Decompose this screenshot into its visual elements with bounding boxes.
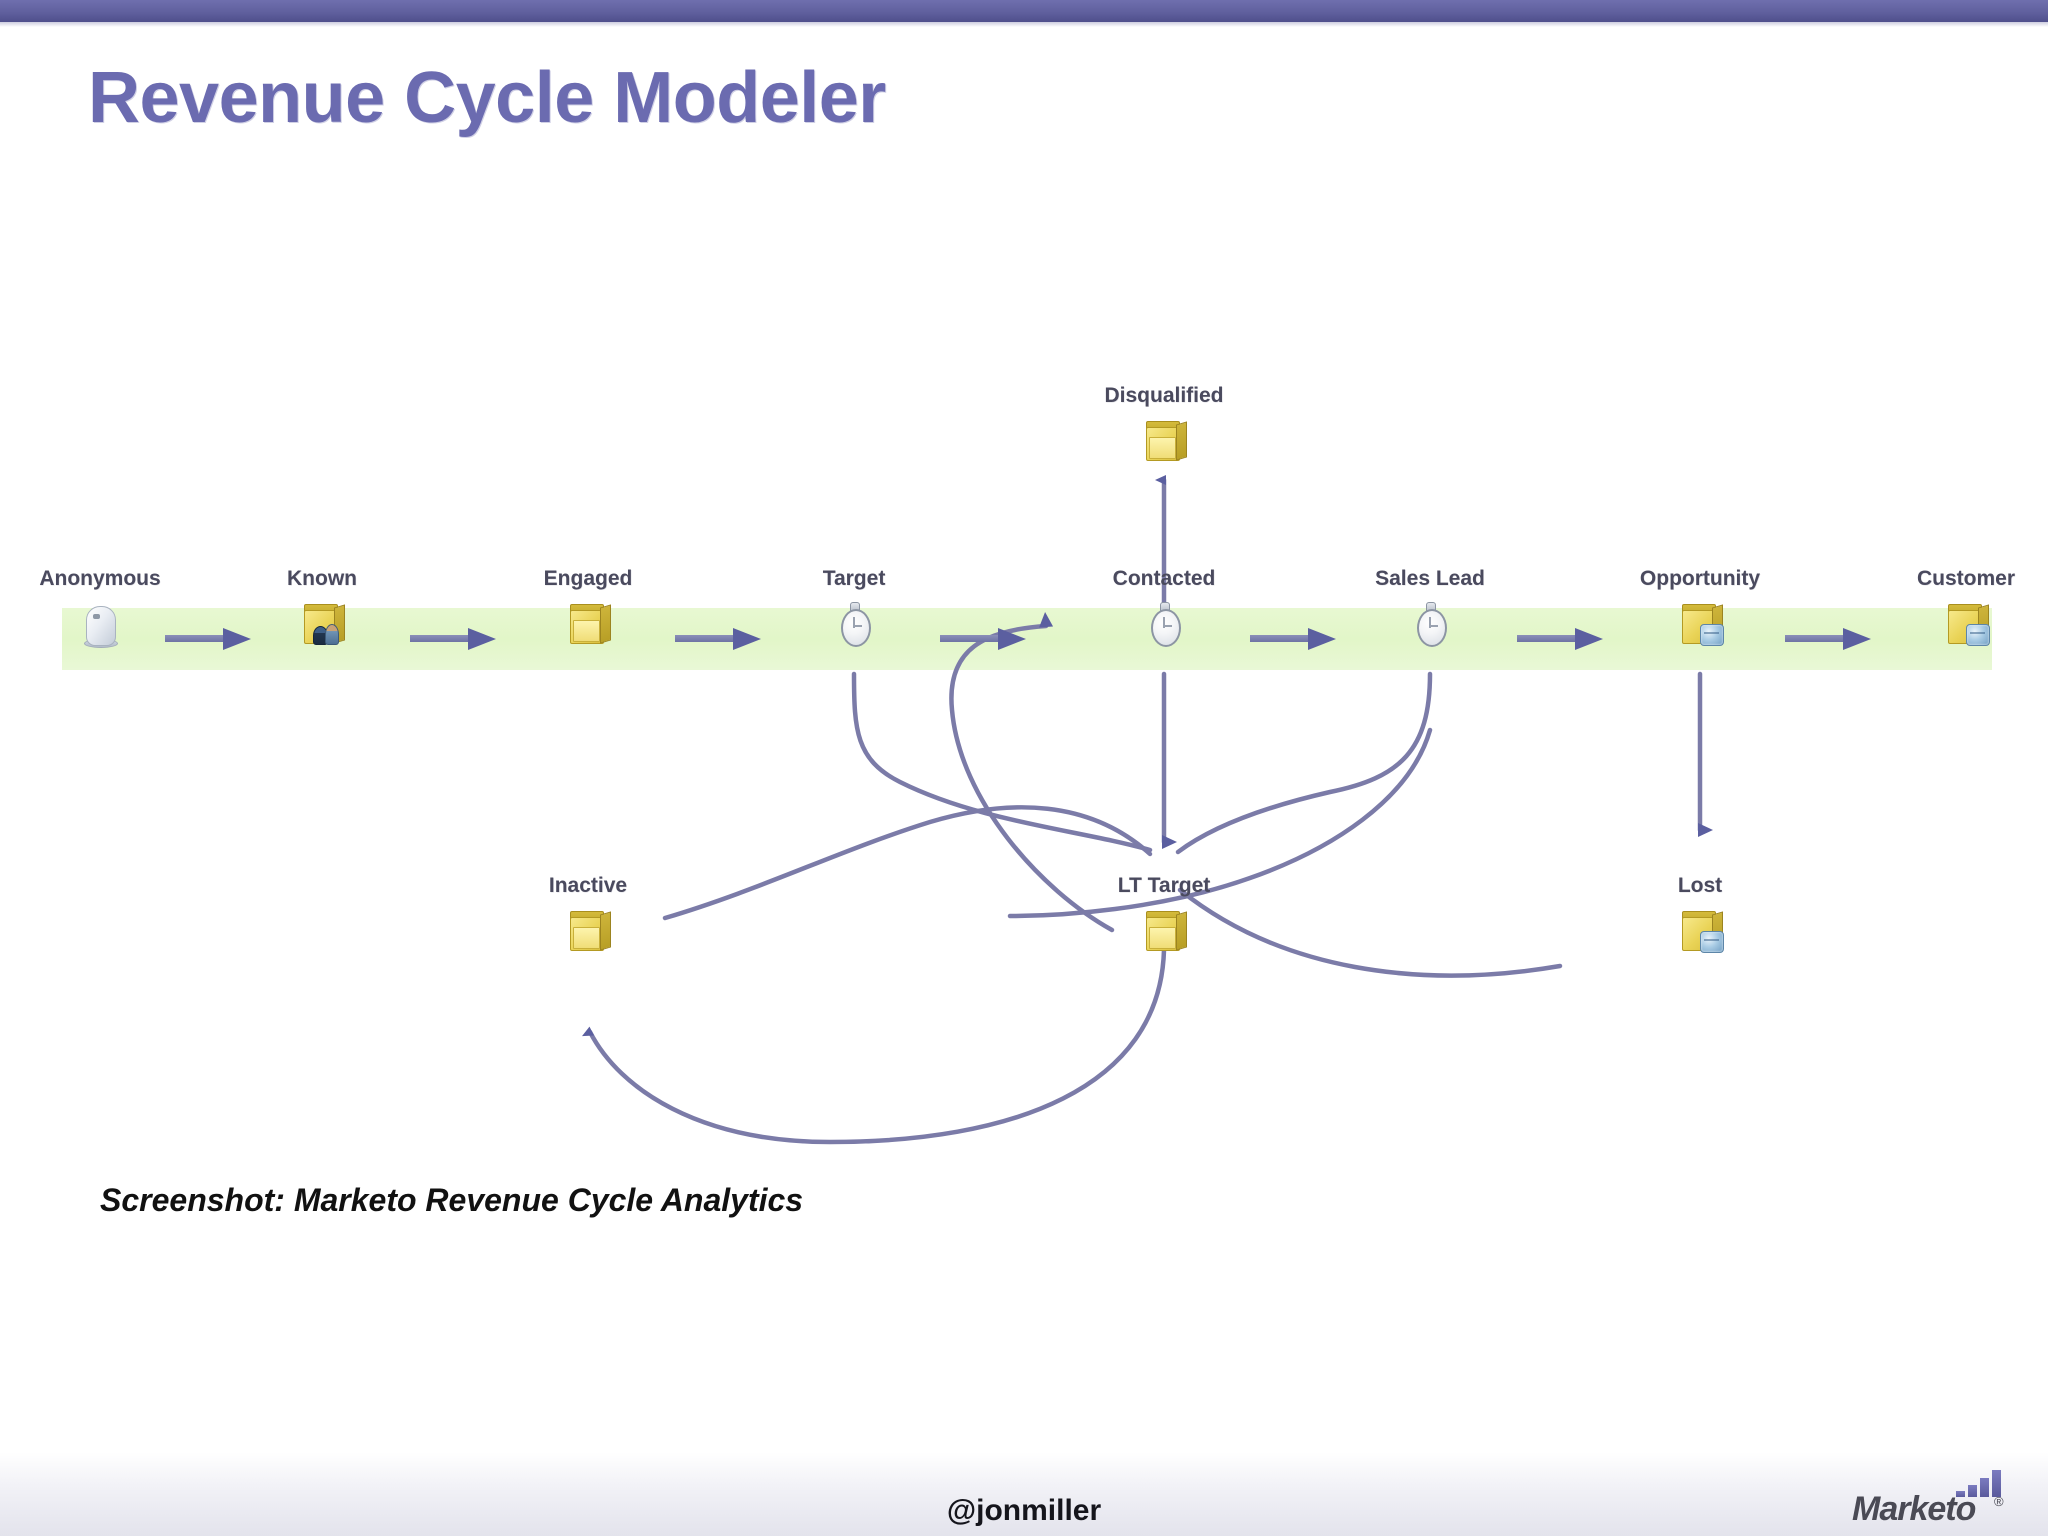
revenue-cycle-diagram: Anonymous Known Engaged Target Contacted… xyxy=(0,330,2048,1160)
stage-label: Target xyxy=(822,567,886,590)
folder-icon xyxy=(1138,415,1190,467)
stage-node-customer[interactable]: Customer xyxy=(1866,568,2048,655)
band-arrow xyxy=(410,628,500,650)
band-arrow xyxy=(165,628,255,650)
top-accent-bar-shadow xyxy=(0,22,2048,27)
stopwatch-icon xyxy=(828,598,880,650)
stage-node-engaged[interactable]: Engaged xyxy=(488,568,688,655)
logo-bar-3 xyxy=(1980,1478,1989,1497)
logo-bar-1 xyxy=(1956,1491,1965,1497)
twitter-handle: @jonmiller xyxy=(946,1494,1102,1527)
folder-globe-icon xyxy=(1674,905,1726,957)
folder-globe-icon xyxy=(1940,598,1992,650)
stage-label: LT Target xyxy=(1117,874,1211,897)
edge-saleslead-to-lttarget xyxy=(1175,671,1433,855)
stage-label: Anonymous xyxy=(39,567,161,590)
slide-footer xyxy=(0,1452,2048,1536)
marketo-logo: Marketo ® xyxy=(1852,1470,2032,1528)
folder-icon xyxy=(562,905,614,957)
folder-icon xyxy=(1138,905,1190,957)
folder-icon xyxy=(562,598,614,650)
stage-node-disqualified[interactable]: Disqualified xyxy=(1064,385,1264,472)
screenshot-caption: Screenshot: Marketo Revenue Cycle Analyt… xyxy=(100,1182,804,1218)
stage-label: Customer xyxy=(1916,567,2016,590)
band-arrow xyxy=(940,628,1030,650)
band-arrow xyxy=(1250,628,1340,650)
stage-node-known[interactable]: Known xyxy=(222,568,422,655)
page-title: Revenue Cycle Modeler xyxy=(88,58,886,138)
registered-trademark-icon: ® xyxy=(1994,1494,2004,1509)
ghost-icon xyxy=(74,598,126,650)
edge-lttarget-to-inactive xyxy=(582,947,1167,1145)
logo-wordmark: Marketo xyxy=(1852,1490,1976,1528)
folder-people-icon xyxy=(296,598,348,650)
stage-node-contacted[interactable]: Contacted xyxy=(1064,568,1264,655)
logo-bar-4 xyxy=(1992,1470,2001,1497)
band-arrow xyxy=(1785,628,1875,650)
stopwatch-icon xyxy=(1404,598,1456,650)
stage-label: Lost xyxy=(1677,874,1723,897)
stage-label: Inactive xyxy=(548,874,628,897)
stage-node-lt-target[interactable]: LT Target xyxy=(1064,875,1264,962)
stage-node-anonymous[interactable]: Anonymous xyxy=(0,568,200,655)
top-accent-bar xyxy=(0,0,2048,22)
stage-node-target[interactable]: Target xyxy=(754,568,954,655)
stage-label: Disqualified xyxy=(1104,384,1224,407)
folder-globe-icon xyxy=(1674,598,1726,650)
edge-target-to-lttarget xyxy=(851,671,1153,853)
stage-node-sales-lead[interactable]: Sales Lead xyxy=(1330,568,1530,655)
transition-edge-layer xyxy=(582,475,1713,1145)
band-arrow xyxy=(1517,628,1607,650)
stage-label: Engaged xyxy=(543,567,633,590)
stage-label: Opportunity xyxy=(1639,567,1761,590)
band-arrow xyxy=(675,628,765,650)
logo-bar-2 xyxy=(1968,1485,1977,1497)
stopwatch-icon xyxy=(1138,598,1190,650)
stage-node-inactive[interactable]: Inactive xyxy=(488,875,688,962)
stage-label: Contacted xyxy=(1112,567,1216,590)
stage-node-opportunity[interactable]: Opportunity xyxy=(1600,568,1800,655)
stage-node-lost[interactable]: Lost xyxy=(1600,875,1800,962)
stage-label: Sales Lead xyxy=(1375,567,1485,590)
stage-label: Known xyxy=(287,567,357,590)
